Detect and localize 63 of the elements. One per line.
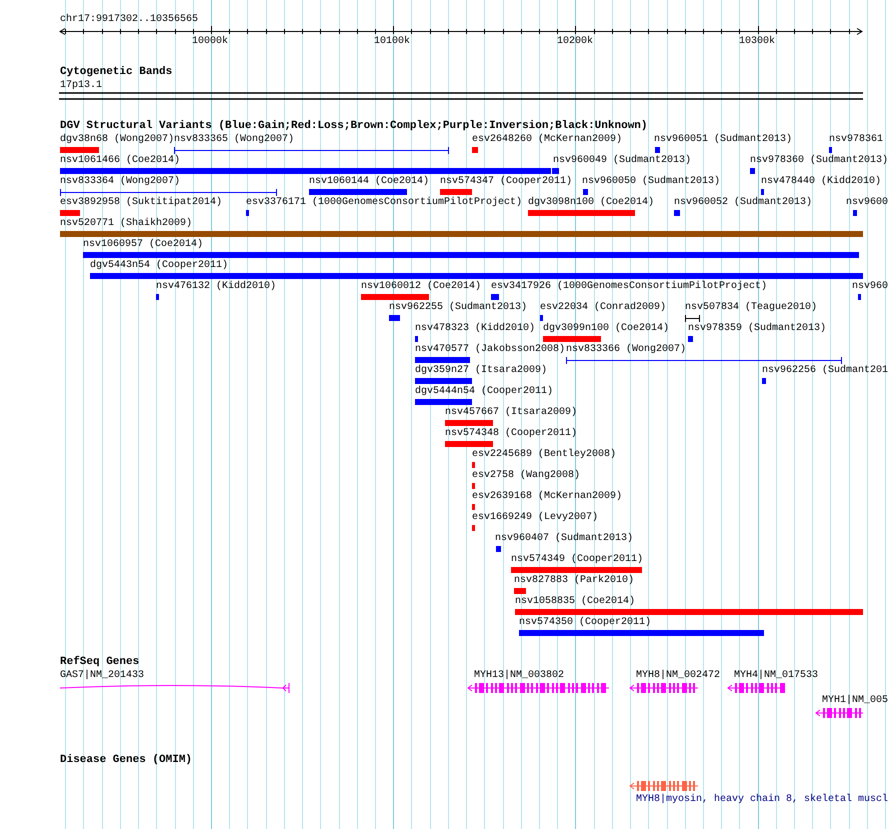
variant-label: esv2648260 (McKernan2009) [472,134,622,145]
variant-label: nsv574349 (Cooper2011) [511,554,644,565]
variant-label: nsv476132 (Kidd2010) [156,281,276,292]
variant-label: nsv507834 (Teague2010) [685,302,818,313]
variant-label: esv3417926 (1000GenomesConsortiumPilotProject) [491,281,768,292]
gene-label: MYH13|NM_003802 [474,670,564,681]
variant-label: nsv833365 (Wong2007) [174,134,294,145]
band-name: 17p13.1 [60,80,102,91]
variant-label: nsv478323 (Kidd2010) [415,323,536,334]
track-title: RefSeq Genes [60,657,140,668]
gene-label: MYH1|NM_005 [822,695,888,706]
variant-label: nsv960051 (Sudmant2013) [654,134,792,145]
variant-label: nsv978359 (Sudmant2013) [688,323,826,334]
tick-label: 10100k [374,36,410,47]
variant-label: nsv833364 (Wong2007) [60,176,180,187]
variant-label: nsv960052 (Sudmant2013) [674,197,812,208]
tick-label: 10000k [192,36,228,47]
variant-label: nsv1060957 (Coe2014) [83,239,204,250]
gene-label: GAS7|NM_201433 [60,670,144,681]
variant-label: nsv962256 (Sudmant201 [762,365,888,376]
variant-label: nsv478440 (Kidd2010) [761,176,882,187]
variant-label: nsv457667 (Itsara2009) [445,407,578,418]
variant-label: esv1669249 (Levy2007) [472,512,598,523]
variant-label: esv2639168 (McKernan2009) [472,491,622,502]
variant-label: dgv5444n54 (Cooper2011) [415,386,554,397]
variant-label: nsv520771 (Shaikh2009) [60,218,192,229]
variant-label: nsv960050 (Sudmant2013) [582,176,720,187]
variant-label: nsv827883 (Park2010) [514,575,634,586]
tick-label: 10200k [557,36,594,47]
tick-label: 10300k [739,36,776,47]
variant-label: nsv962255 (Sudmant2013) [389,302,528,313]
gene-label: MYH4|NM_017533 [734,670,818,681]
variant-label: dgv3099n100 (Coe2014) [543,323,670,334]
variant-label: nsv960049 (Sudmant2013) [553,155,692,166]
variant-label: dgv5443n54 (Cooper2011) [90,260,228,271]
variant-label: esv2758 (Wang2008) [472,470,580,481]
variant-label: nsv9600 [846,197,888,208]
variant-label: nsv1061466 (Coe2014) [60,155,180,166]
variant-label: dgv38n68 (Wong2007) [60,134,174,145]
track-title: Cytogenetic Bands [60,67,172,78]
variant-label: nsv470577 (Jakobsson2008) [415,344,566,355]
variant-label: nsv574350 (Cooper2011) [519,617,652,628]
variant-label: dgv3098n100 (Coe2014) [528,197,654,208]
disease-gene-label: MYH8|myosin, heavy chain 8, skeletal muscl [636,794,888,805]
variant-label: nsv574347 (Cooper2011) [440,176,572,187]
variant-label: nsv978361 [829,134,884,145]
variant-label: nsv978360 (Sudmant2013) [750,155,888,166]
variant-label: esv22034 (Conrad2009) [540,302,666,313]
variant-label: dgv359n27 (Itsara2009) [415,365,548,376]
variant-label: esv3892958 (Suktitipat2014) [60,197,222,208]
variant-label: nsv574348 (Cooper2011) [445,428,578,439]
track-title: DGV Structural Variants (Blue:Gain;Red:Loss;Brown:Complex;Purple:Inversion;Black:Unknown) [60,121,648,132]
variant-label: nsv1060012 (Coe2014) [361,281,482,292]
variant-label: nsv1058835 (Coe2014) [515,596,636,607]
variant-label: nsv960 [852,281,888,292]
gene-label: MYH8|NM_002472 [636,670,720,681]
variant-label: nsv960407 (Sudmant2013) [495,533,634,544]
variant-label: esv3376171 (1000GenomesConsortiumPilotProject) [246,197,522,208]
variant-label: esv2245689 (Bentley2008) [472,449,616,460]
variant-label: nsv1060144 (Coe2014) [309,176,430,187]
coordinate-range: chr17:9917302..10356565 [60,14,198,25]
track-title: Disease Genes (OMIM) [60,755,192,766]
variant-label: nsv833366 (Wong2007) [566,344,686,355]
